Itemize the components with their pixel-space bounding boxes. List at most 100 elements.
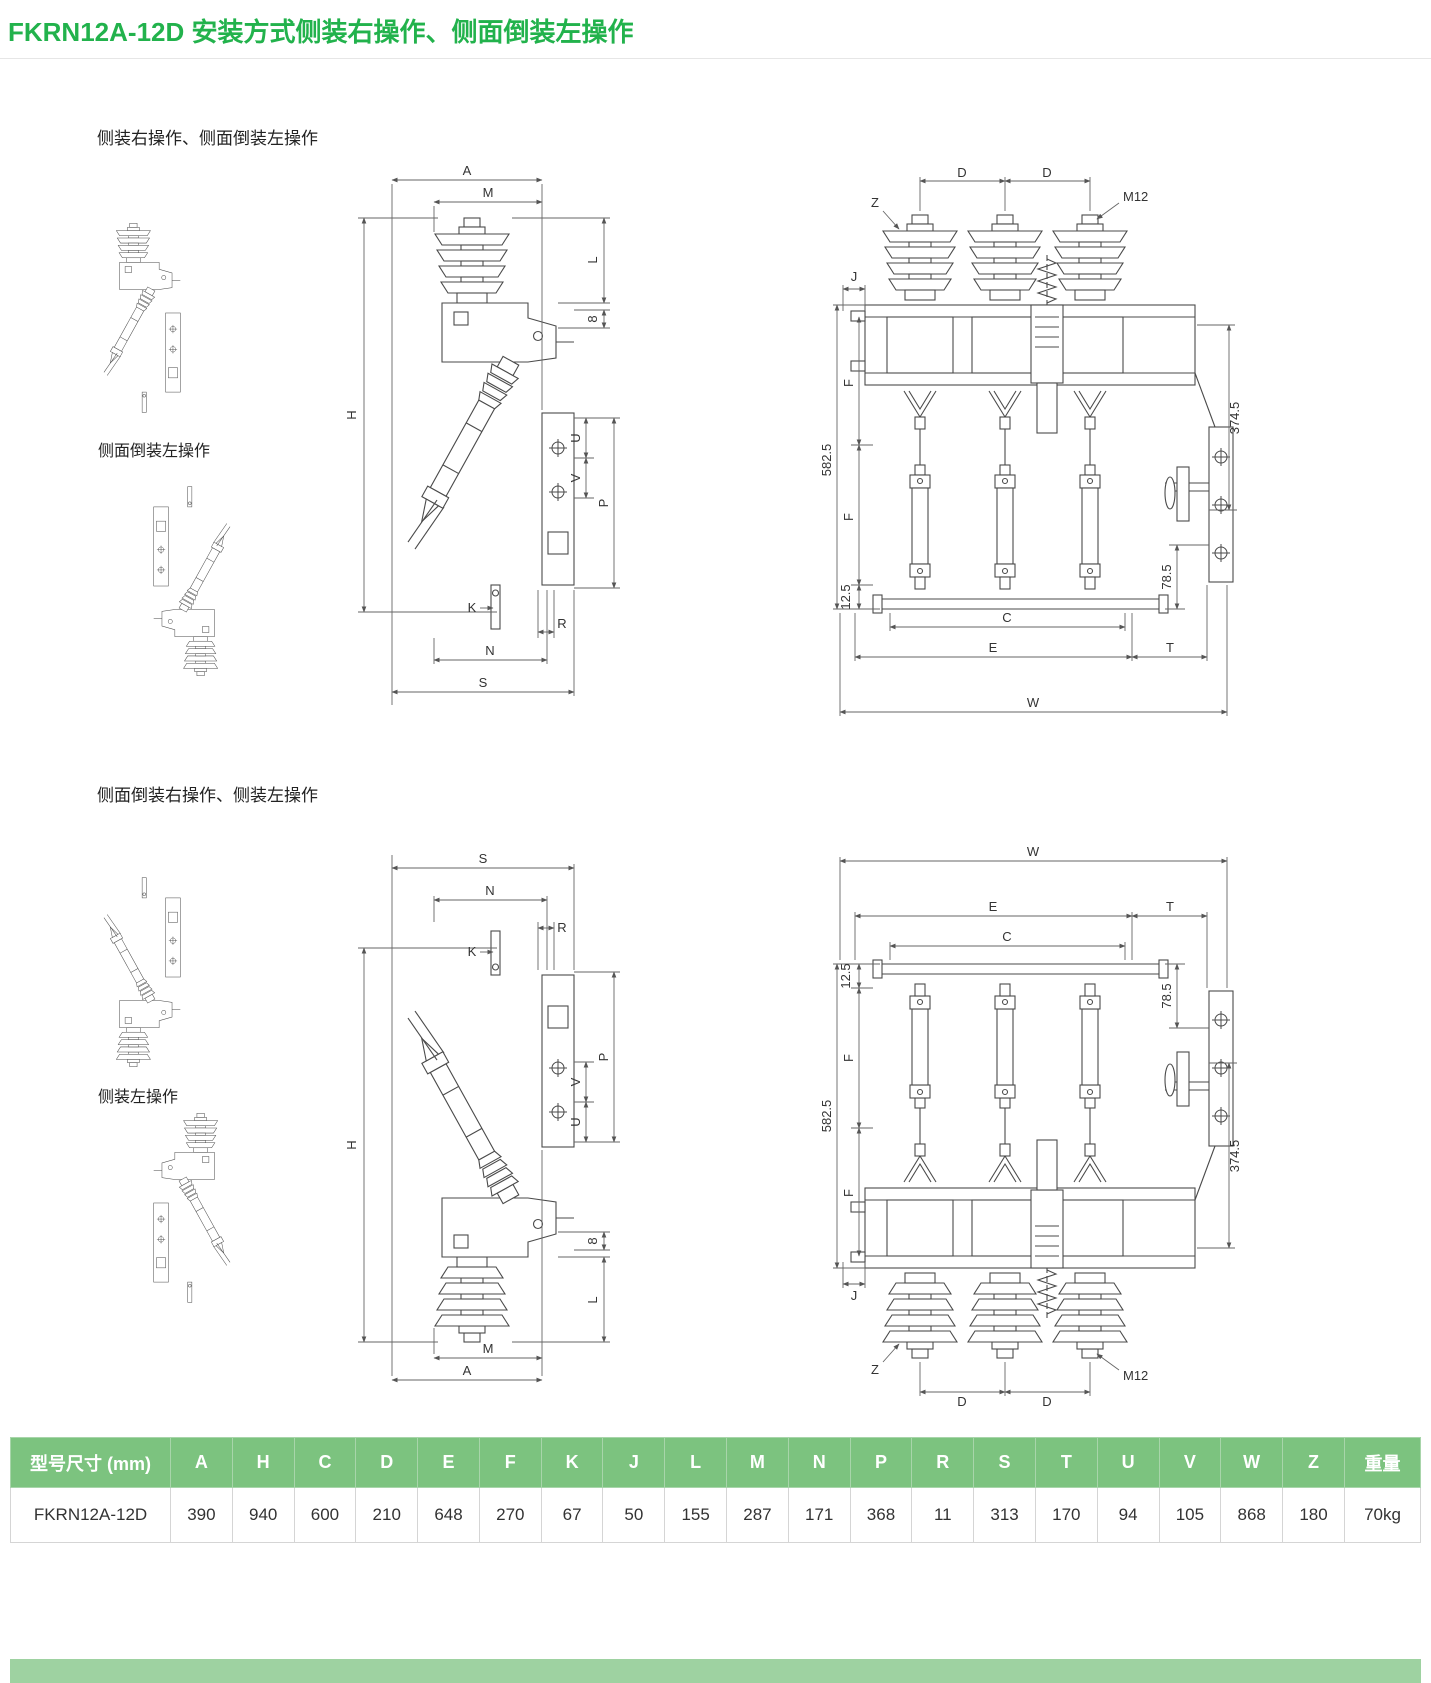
dim-M-label: M xyxy=(483,1341,494,1356)
dim-F-label: F xyxy=(841,1054,856,1062)
side-view-drawing-2: S N R K P V U H 8 L M A xyxy=(344,851,632,1400)
dim-A-label: A xyxy=(463,163,472,178)
dim-S-label: S xyxy=(479,675,488,690)
dim-W-label: W xyxy=(1027,844,1040,859)
table-header-cell: T xyxy=(1034,1437,1098,1488)
dim-8-label: 8 xyxy=(585,1237,600,1244)
table-header-cell: W xyxy=(1220,1437,1284,1488)
table-cell-model: FKRN12A-12D xyxy=(10,1487,171,1543)
dim-C-label: C xyxy=(1002,610,1011,625)
spec-table-wrap: 型号尺寸 (mm) A H C D E F K J L M N P R S T … xyxy=(10,1437,1421,1543)
title-divider xyxy=(0,58,1431,59)
dim-374-label: 374.5 xyxy=(1227,1140,1242,1173)
dim-S-label: S xyxy=(479,851,488,866)
dim-L-label: L xyxy=(585,1296,600,1303)
table-header-cell: V xyxy=(1158,1437,1222,1488)
dimension-labels: A M H L 8 U V P K R N S xyxy=(344,163,611,690)
table-header-cell: F xyxy=(478,1437,542,1488)
dim-W-label: W xyxy=(1027,695,1040,710)
table-cell: 155 xyxy=(664,1487,728,1543)
table-cell: 868 xyxy=(1220,1487,1284,1543)
dim-F-label: F xyxy=(841,513,856,521)
small-drawing-side-right xyxy=(92,215,242,435)
dimension-labels: S N R K P V U H 8 L M A xyxy=(344,851,611,1378)
page-title: FKRN12A-12D 安装方式侧装右操作、侧面倒装左操作 xyxy=(8,17,634,47)
small-drawing-inverted-left xyxy=(92,460,242,685)
table-cell: 270 xyxy=(478,1487,542,1543)
dim-125-label: 12.5 xyxy=(838,584,853,609)
dim-785-label: 78.5 xyxy=(1159,983,1174,1008)
dim-8-label: 8 xyxy=(585,315,600,322)
dim-374-label: 374.5 xyxy=(1227,402,1242,435)
table-cell: 390 xyxy=(170,1487,233,1543)
table-cell: 210 xyxy=(355,1487,419,1543)
table-header-cell: M xyxy=(726,1437,789,1488)
table-header-cell: 型号尺寸 (mm) xyxy=(10,1437,171,1488)
dimension-labels: W E T C 12.5 78.5 F F 582.5 374.5 J Z M1… xyxy=(819,844,1242,1409)
dim-D-label: D xyxy=(957,165,966,180)
table-header-cell: C xyxy=(293,1437,357,1488)
table-header-cell: L xyxy=(664,1437,728,1488)
table-header-cell: P xyxy=(849,1437,913,1488)
table-cell: 180 xyxy=(1282,1487,1345,1543)
dim-F-label: F xyxy=(841,1189,856,1197)
dim-K-label: K xyxy=(468,944,477,959)
small-drawing-inverted-right xyxy=(92,855,242,1075)
table-header-cell: D xyxy=(355,1437,419,1488)
side-view-drawing-1: A M H L 8 U V P K R N S xyxy=(344,163,632,735)
table-cell: 105 xyxy=(1158,1487,1222,1543)
section1-sub-label: 侧面倒装左操作 xyxy=(98,443,211,460)
dim-N-label: N xyxy=(485,643,494,658)
table-header-cell: E xyxy=(417,1437,480,1488)
spec-table-header-row: 型号尺寸 (mm) A H C D E F K J L M N P R S T … xyxy=(10,1437,1421,1488)
dim-N-label: N xyxy=(485,883,494,898)
dim-R-label: R xyxy=(557,920,566,935)
table-header-cell: S xyxy=(973,1437,1036,1488)
dim-E-label: E xyxy=(989,899,998,914)
front-view-drawing-1: D D Z M12 J 582.5 F F 12.5 374.5 78.5 C … xyxy=(819,165,1242,740)
table-cell: 94 xyxy=(1096,1487,1160,1543)
dim-F-label: F xyxy=(841,379,856,387)
table-cell: 313 xyxy=(973,1487,1036,1543)
dim-V-label: V xyxy=(568,1077,583,1086)
dim-J-label: J xyxy=(851,1288,858,1303)
dim-T-label: T xyxy=(1166,640,1174,655)
table-header-cell: R xyxy=(911,1437,975,1488)
table-header-cell: 重量 xyxy=(1344,1437,1421,1488)
table-cell: 368 xyxy=(849,1487,913,1543)
dim-125-label: 12.5 xyxy=(838,963,853,988)
dim-J-label: J xyxy=(851,269,858,284)
table-header-cell: J xyxy=(602,1437,666,1488)
dimension-labels: D D Z M12 J 582.5 F F 12.5 374.5 78.5 C … xyxy=(819,165,1242,710)
dim-D-label: D xyxy=(957,1394,966,1409)
front-view-drawing-2: W E T C 12.5 78.5 F F 582.5 374.5 J Z M1… xyxy=(819,844,1242,1409)
dim-A-label: A xyxy=(463,1363,472,1378)
dim-Z-label: Z xyxy=(871,195,879,210)
dim-U-label: U xyxy=(568,1117,583,1126)
dim-E-label: E xyxy=(989,640,998,655)
dim-V-label: V xyxy=(568,473,583,482)
dim-P-label: P xyxy=(596,499,611,508)
table-header-cell: A xyxy=(170,1437,233,1488)
dim-M12-label: M12 xyxy=(1123,189,1148,204)
dim-T-label: T xyxy=(1166,899,1174,914)
section2-sub-label: 侧装左操作 xyxy=(98,1089,179,1106)
dim-R-label: R xyxy=(557,616,566,631)
table-cell: 648 xyxy=(417,1487,480,1543)
dim-H-label: H xyxy=(344,410,359,419)
table-header-cell: U xyxy=(1096,1437,1160,1488)
dim-K-label: K xyxy=(468,600,477,615)
dim-582-label: 582.5 xyxy=(819,444,834,477)
table-cell: 67 xyxy=(540,1487,604,1543)
dim-L-label: L xyxy=(585,256,600,263)
table-header-cell: Z xyxy=(1282,1437,1345,1488)
table-cell: 287 xyxy=(726,1487,789,1543)
table-cell: 600 xyxy=(293,1487,357,1543)
dim-U-label: U xyxy=(568,433,583,442)
next-table-header-partial xyxy=(10,1659,1421,1683)
dim-Z-label: Z xyxy=(871,1362,879,1377)
table-header-cell: K xyxy=(540,1437,604,1488)
small-drawing-side-left xyxy=(92,1105,242,1325)
dim-P-label: P xyxy=(596,1053,611,1062)
dim-D-label: D xyxy=(1042,1394,1051,1409)
